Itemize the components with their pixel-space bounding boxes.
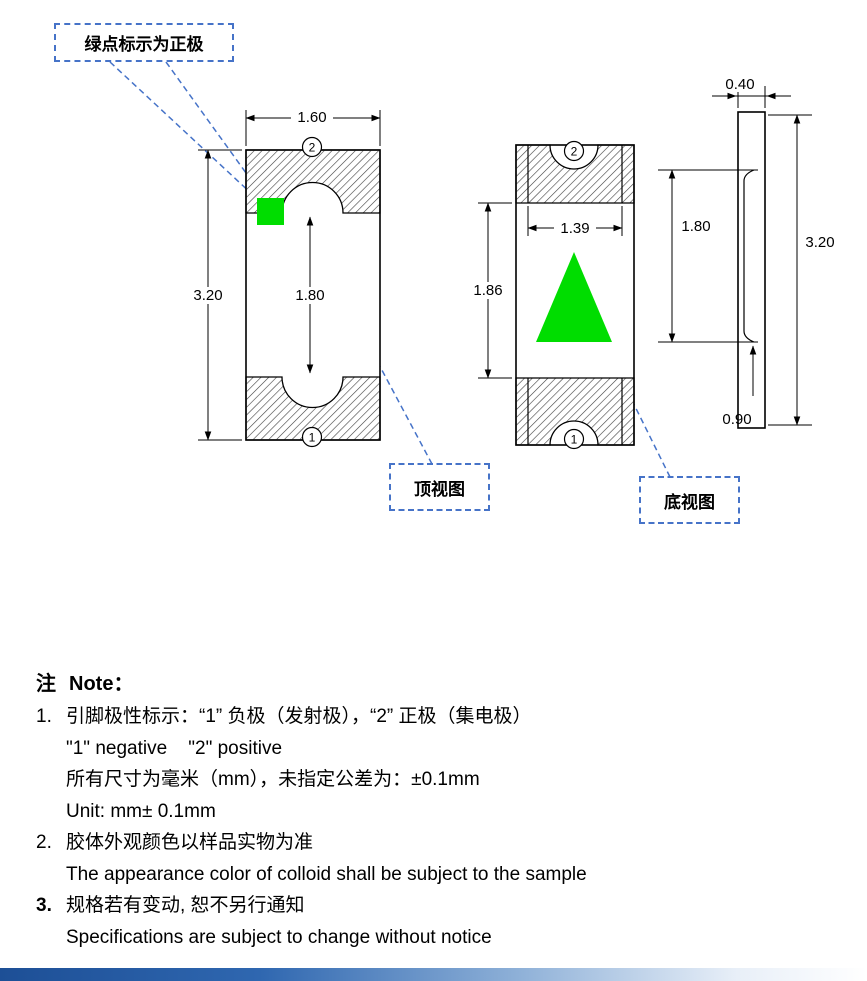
dim-label-tv-inner: 1.80 bbox=[295, 287, 324, 304]
bottom-view-leader-line bbox=[607, 351, 671, 478]
dim-label-tv-width: 1.60 bbox=[297, 109, 326, 126]
dim-label-bv-inner-width: 1.39 bbox=[560, 220, 589, 237]
label-backer bbox=[676, 218, 716, 235]
note-number bbox=[36, 922, 66, 954]
bottom-view-pin1-badge bbox=[563, 428, 585, 450]
note-number bbox=[36, 859, 66, 891]
note-text: 胶体外观颜色以样品实物为准 bbox=[66, 832, 314, 853]
note-text: 规格若有变动, 恕不另行通知 bbox=[66, 895, 305, 916]
note-number: 1. bbox=[36, 706, 52, 727]
note-row: 所有尺寸为毫米（mm），未指定公差为：±0.1mm bbox=[36, 764, 850, 796]
callout-bottom-view: 底视图 bbox=[639, 476, 740, 524]
technical-drawing: 2 1 2 1 bbox=[109, 61, 841, 478]
dim-label-sv-pad: 0.90 bbox=[722, 411, 751, 428]
dim-label-tv-height: 3.20 bbox=[193, 287, 222, 304]
note-text: Unit: mm± 0.1mm bbox=[66, 800, 216, 822]
top-view-pin1-label: 1 bbox=[309, 431, 316, 445]
label-backer bbox=[289, 287, 331, 304]
note-text: The appearance color of colloid shall be… bbox=[66, 863, 587, 885]
label-backer bbox=[799, 234, 841, 251]
footer-gradient-bar bbox=[0, 968, 867, 981]
side-view-lead-profile bbox=[743, 169, 755, 343]
note-text: 引脚极性标示：“1” 负极（发射极），“2” 正极（集电极） bbox=[66, 706, 532, 727]
note-row: Specifications are subject to change wit… bbox=[36, 922, 850, 954]
note-row: The appearance color of colloid shall be… bbox=[36, 859, 850, 891]
notes-heading: 注 Note： bbox=[36, 668, 850, 701]
dim-label-sv-height: 3.20 bbox=[805, 234, 834, 251]
note-row: 1. 引脚极性标示：“1” 负极（发射极），“2” 正极（集电极） bbox=[36, 701, 850, 733]
callout-bottom-view-label: 底视图 bbox=[664, 492, 715, 512]
note-row: 3. 规格若有变动, 恕不另行通知 bbox=[36, 890, 850, 922]
bottom-view-pin2-label: 2 bbox=[571, 145, 578, 159]
bottom-view-pin2-badge bbox=[563, 140, 585, 162]
dim-label-pad-span: 1.80 bbox=[681, 218, 710, 235]
side-view bbox=[737, 111, 766, 429]
callout-green-dot: 绿点标示为正极 bbox=[54, 23, 234, 62]
note-number bbox=[36, 733, 66, 765]
bottom-view-pin1-label: 1 bbox=[571, 433, 578, 447]
notes-section: 注 Note： 1. 引脚极性标示：“1” 负极（发射极），“2” 正极（集电极… bbox=[36, 668, 850, 953]
dim-label-bv-inner-height: 1.86 bbox=[473, 282, 502, 299]
note-row: Unit: mm± 0.1mm bbox=[36, 796, 850, 828]
callout-green-dot-label: 绿点标示为正极 bbox=[84, 35, 204, 54]
note-text: 所有尺寸为毫米（mm），未指定公差为：±0.1mm bbox=[66, 769, 480, 790]
top-view-electrode-1 bbox=[245, 376, 381, 441]
note-row: "1" negative "2" positive bbox=[36, 733, 850, 765]
label-backer bbox=[721, 77, 759, 92]
callout-top-view-label: 顶视图 bbox=[414, 479, 465, 499]
label-backer bbox=[554, 220, 596, 237]
note-text: "1" negative "2" positive bbox=[66, 737, 283, 759]
top-view-pin2-badge bbox=[301, 136, 323, 158]
note-text: Specifications are subject to change wit… bbox=[66, 926, 492, 948]
label-backer bbox=[467, 282, 509, 299]
label-backer bbox=[291, 109, 333, 126]
note-number bbox=[36, 764, 66, 796]
bottom-view-electrode-2 bbox=[515, 144, 635, 204]
notes-heading-zh: 注 bbox=[36, 673, 56, 695]
note-row: 2. 胶体外观颜色以样品实物为准 bbox=[36, 827, 850, 859]
callout-top-view: 顶视图 bbox=[389, 463, 490, 511]
label-backer bbox=[187, 287, 229, 304]
note-number: 3. bbox=[36, 895, 52, 916]
green-dot-leader-line-2 bbox=[165, 61, 260, 192]
top-view-pin2-label: 2 bbox=[309, 141, 316, 155]
green-cathode-triangle bbox=[536, 252, 612, 342]
green-dot-leader-line-1 bbox=[109, 61, 255, 197]
bottom-view bbox=[515, 140, 635, 450]
top-view bbox=[245, 136, 381, 448]
top-view-pin1-badge bbox=[301, 426, 323, 448]
dim-label-sv-thickness: 0.40 bbox=[725, 76, 754, 93]
bottom-view-electrode-1 bbox=[515, 377, 635, 446]
dim-label-backers bbox=[187, 77, 841, 304]
side-view-body bbox=[737, 111, 766, 429]
note-number bbox=[36, 796, 66, 828]
notes-heading-en: Note： bbox=[69, 673, 134, 695]
note-number: 2. bbox=[36, 832, 52, 853]
green-polarity-dot bbox=[257, 198, 284, 225]
